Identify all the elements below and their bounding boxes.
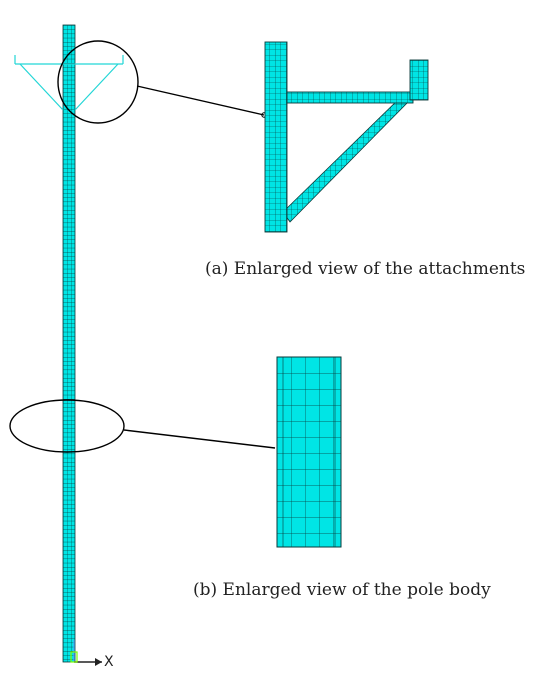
- crossarm-member: [286, 91, 414, 104]
- callout-circle-attachments: [57, 40, 139, 124]
- callout-ellipse-pole-body: [9, 399, 125, 453]
- pole-body-segment: [276, 356, 342, 548]
- callouts: [9, 40, 276, 453]
- pole-model: [14, 24, 124, 663]
- crossarm-attachment: [14, 55, 124, 111]
- leader-line-pole-body: [123, 429, 276, 449]
- coordinate-axes: X: [70, 640, 114, 670]
- pole-segment-a: [264, 41, 288, 233]
- leader-line-attachments: [136, 85, 265, 116]
- caption-attachments: (a) Enlarged view of the attachments: [205, 259, 525, 279]
- axis-origin-marker: [70, 651, 78, 663]
- caption-pole-body: (b) Enlarged view of the pole body: [193, 580, 491, 600]
- x-axis-label: X: [104, 654, 114, 670]
- pole-body: [62, 24, 76, 663]
- x-axis-arrow: [95, 658, 102, 666]
- end-post: [409, 59, 429, 101]
- brace-member: [282, 95, 412, 223]
- detail-pole-body: [276, 356, 342, 548]
- detail-attachments: [264, 41, 429, 233]
